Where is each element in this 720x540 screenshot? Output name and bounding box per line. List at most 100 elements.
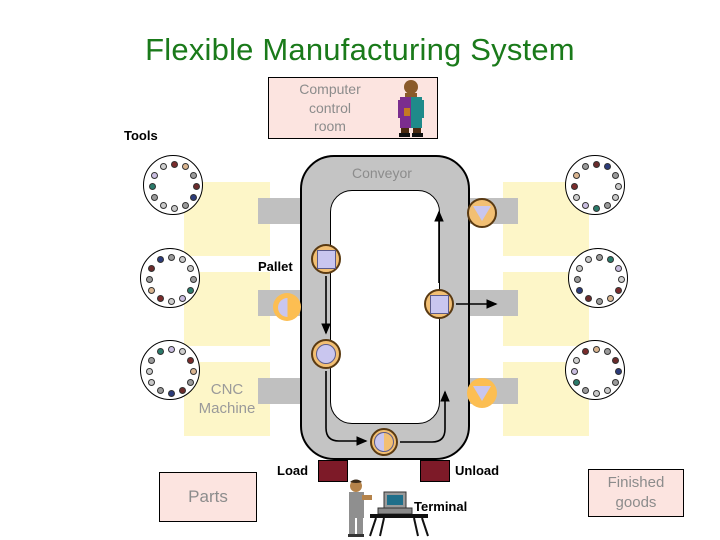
tool-slot <box>592 345 600 353</box>
cnc-label-line1: CNC <box>210 380 244 398</box>
tool-slot <box>595 297 603 305</box>
tool-slot <box>151 171 159 179</box>
tool-slot <box>186 378 194 386</box>
pallet-part-square <box>316 249 336 269</box>
tool-slot <box>148 286 156 294</box>
pallet-conveyor-mid-left[interactable] <box>311 339 341 369</box>
tool-slot <box>614 367 622 375</box>
terminal-label: Terminal <box>414 499 468 514</box>
terminal-computer-icon <box>369 491 429 537</box>
pallet-part-half <box>374 432 394 452</box>
pallet-part-triangle <box>473 205 491 221</box>
tool-slot <box>603 386 611 394</box>
tool-slot <box>606 294 614 302</box>
unload-label: Unload <box>455 463 500 478</box>
tool-slot <box>178 386 186 394</box>
parts-label: Parts <box>188 486 228 506</box>
tool-slot <box>581 201 589 209</box>
pallet-conveyor-bottom[interactable] <box>370 428 398 456</box>
tool-slot <box>614 182 622 190</box>
tool-slot <box>170 204 178 212</box>
tool-slot <box>156 294 164 302</box>
tool-slot <box>148 182 156 190</box>
parts-box[interactable]: Parts <box>159 472 257 522</box>
conveyor-leg-load <box>318 460 348 482</box>
finished-goods-box[interactable]: Finished goods <box>588 469 684 517</box>
pallet-conveyor-right[interactable] <box>424 289 454 319</box>
tool-slot <box>614 286 622 294</box>
tool-slot <box>573 275 581 283</box>
load-label: Load <box>277 463 309 478</box>
terminal-operator-figure <box>348 479 372 537</box>
cnc-label-line2: Machine <box>198 400 256 417</box>
pallet-label: Pallet <box>258 259 293 274</box>
tool-slot <box>611 193 619 201</box>
tool-slot <box>581 386 589 394</box>
tool-slot <box>592 204 600 212</box>
tool-carousel-right-2[interactable] <box>568 248 628 308</box>
tool-slot <box>186 264 194 272</box>
tool-slot <box>573 193 581 201</box>
tool-slot <box>186 286 194 294</box>
tool-slot <box>156 256 164 264</box>
tool-slot <box>151 193 159 201</box>
tool-slot <box>167 253 175 261</box>
pallet-part-square <box>429 294 449 314</box>
tool-slot <box>192 182 200 190</box>
tools-label: Tools <box>124 128 158 143</box>
tool-slot <box>611 378 619 386</box>
tool-slot <box>603 163 611 171</box>
control-room-line1: Computer <box>299 80 361 97</box>
pallet-conveyor-top-left[interactable] <box>311 244 341 274</box>
tool-slot <box>573 171 581 179</box>
tool-slot <box>148 378 156 386</box>
tool-slot <box>148 356 156 364</box>
tool-slot <box>181 201 189 209</box>
pallet-part-circle <box>316 344 336 364</box>
tool-slot <box>156 386 164 394</box>
tool-slot <box>595 253 603 261</box>
tool-slot <box>614 264 622 272</box>
tool-slot <box>167 389 175 397</box>
tool-slot <box>603 348 611 356</box>
tool-slot <box>592 160 600 168</box>
pallet-left-station[interactable] <box>273 293 301 321</box>
finished-goods-line2: goods <box>615 494 657 511</box>
pallet-part-triangle <box>473 385 491 401</box>
tool-carousel-right-3[interactable] <box>565 340 625 400</box>
tool-slot <box>167 297 175 305</box>
pallet-part-half <box>277 297 297 317</box>
tool-slot <box>159 163 167 171</box>
tool-slot <box>145 275 153 283</box>
tool-slot <box>156 348 164 356</box>
control-room-line2: control <box>308 99 352 116</box>
tool-slot <box>178 348 186 356</box>
tool-slot <box>570 182 578 190</box>
tool-carousel-left-2[interactable] <box>140 248 200 308</box>
page-title: Flexible Manufacturing System <box>145 32 575 67</box>
tool-slot <box>606 256 614 264</box>
tool-carousel-left-1[interactable] <box>143 155 203 215</box>
tool-slot <box>611 171 619 179</box>
tool-slot <box>170 160 178 168</box>
tool-slot <box>576 264 584 272</box>
operator-figure <box>398 80 424 137</box>
conveyor-leg-unload <box>420 460 450 482</box>
tool-slot <box>189 193 197 201</box>
tool-slot <box>581 348 589 356</box>
conveyor-label: Conveyor <box>352 165 412 181</box>
pallet-right-bottom[interactable] <box>467 378 497 408</box>
tool-carousel-left-3[interactable] <box>140 340 200 400</box>
tool-slot <box>603 201 611 209</box>
tool-slot <box>573 378 581 386</box>
tool-carousel-right-1[interactable] <box>565 155 625 215</box>
tool-slot <box>167 345 175 353</box>
tool-slot <box>573 356 581 364</box>
pallet-right-top[interactable] <box>467 198 497 228</box>
tool-slot <box>189 275 197 283</box>
tool-slot <box>159 201 167 209</box>
tool-slot <box>576 286 584 294</box>
tool-slot <box>584 294 592 302</box>
tool-slot <box>186 356 194 364</box>
